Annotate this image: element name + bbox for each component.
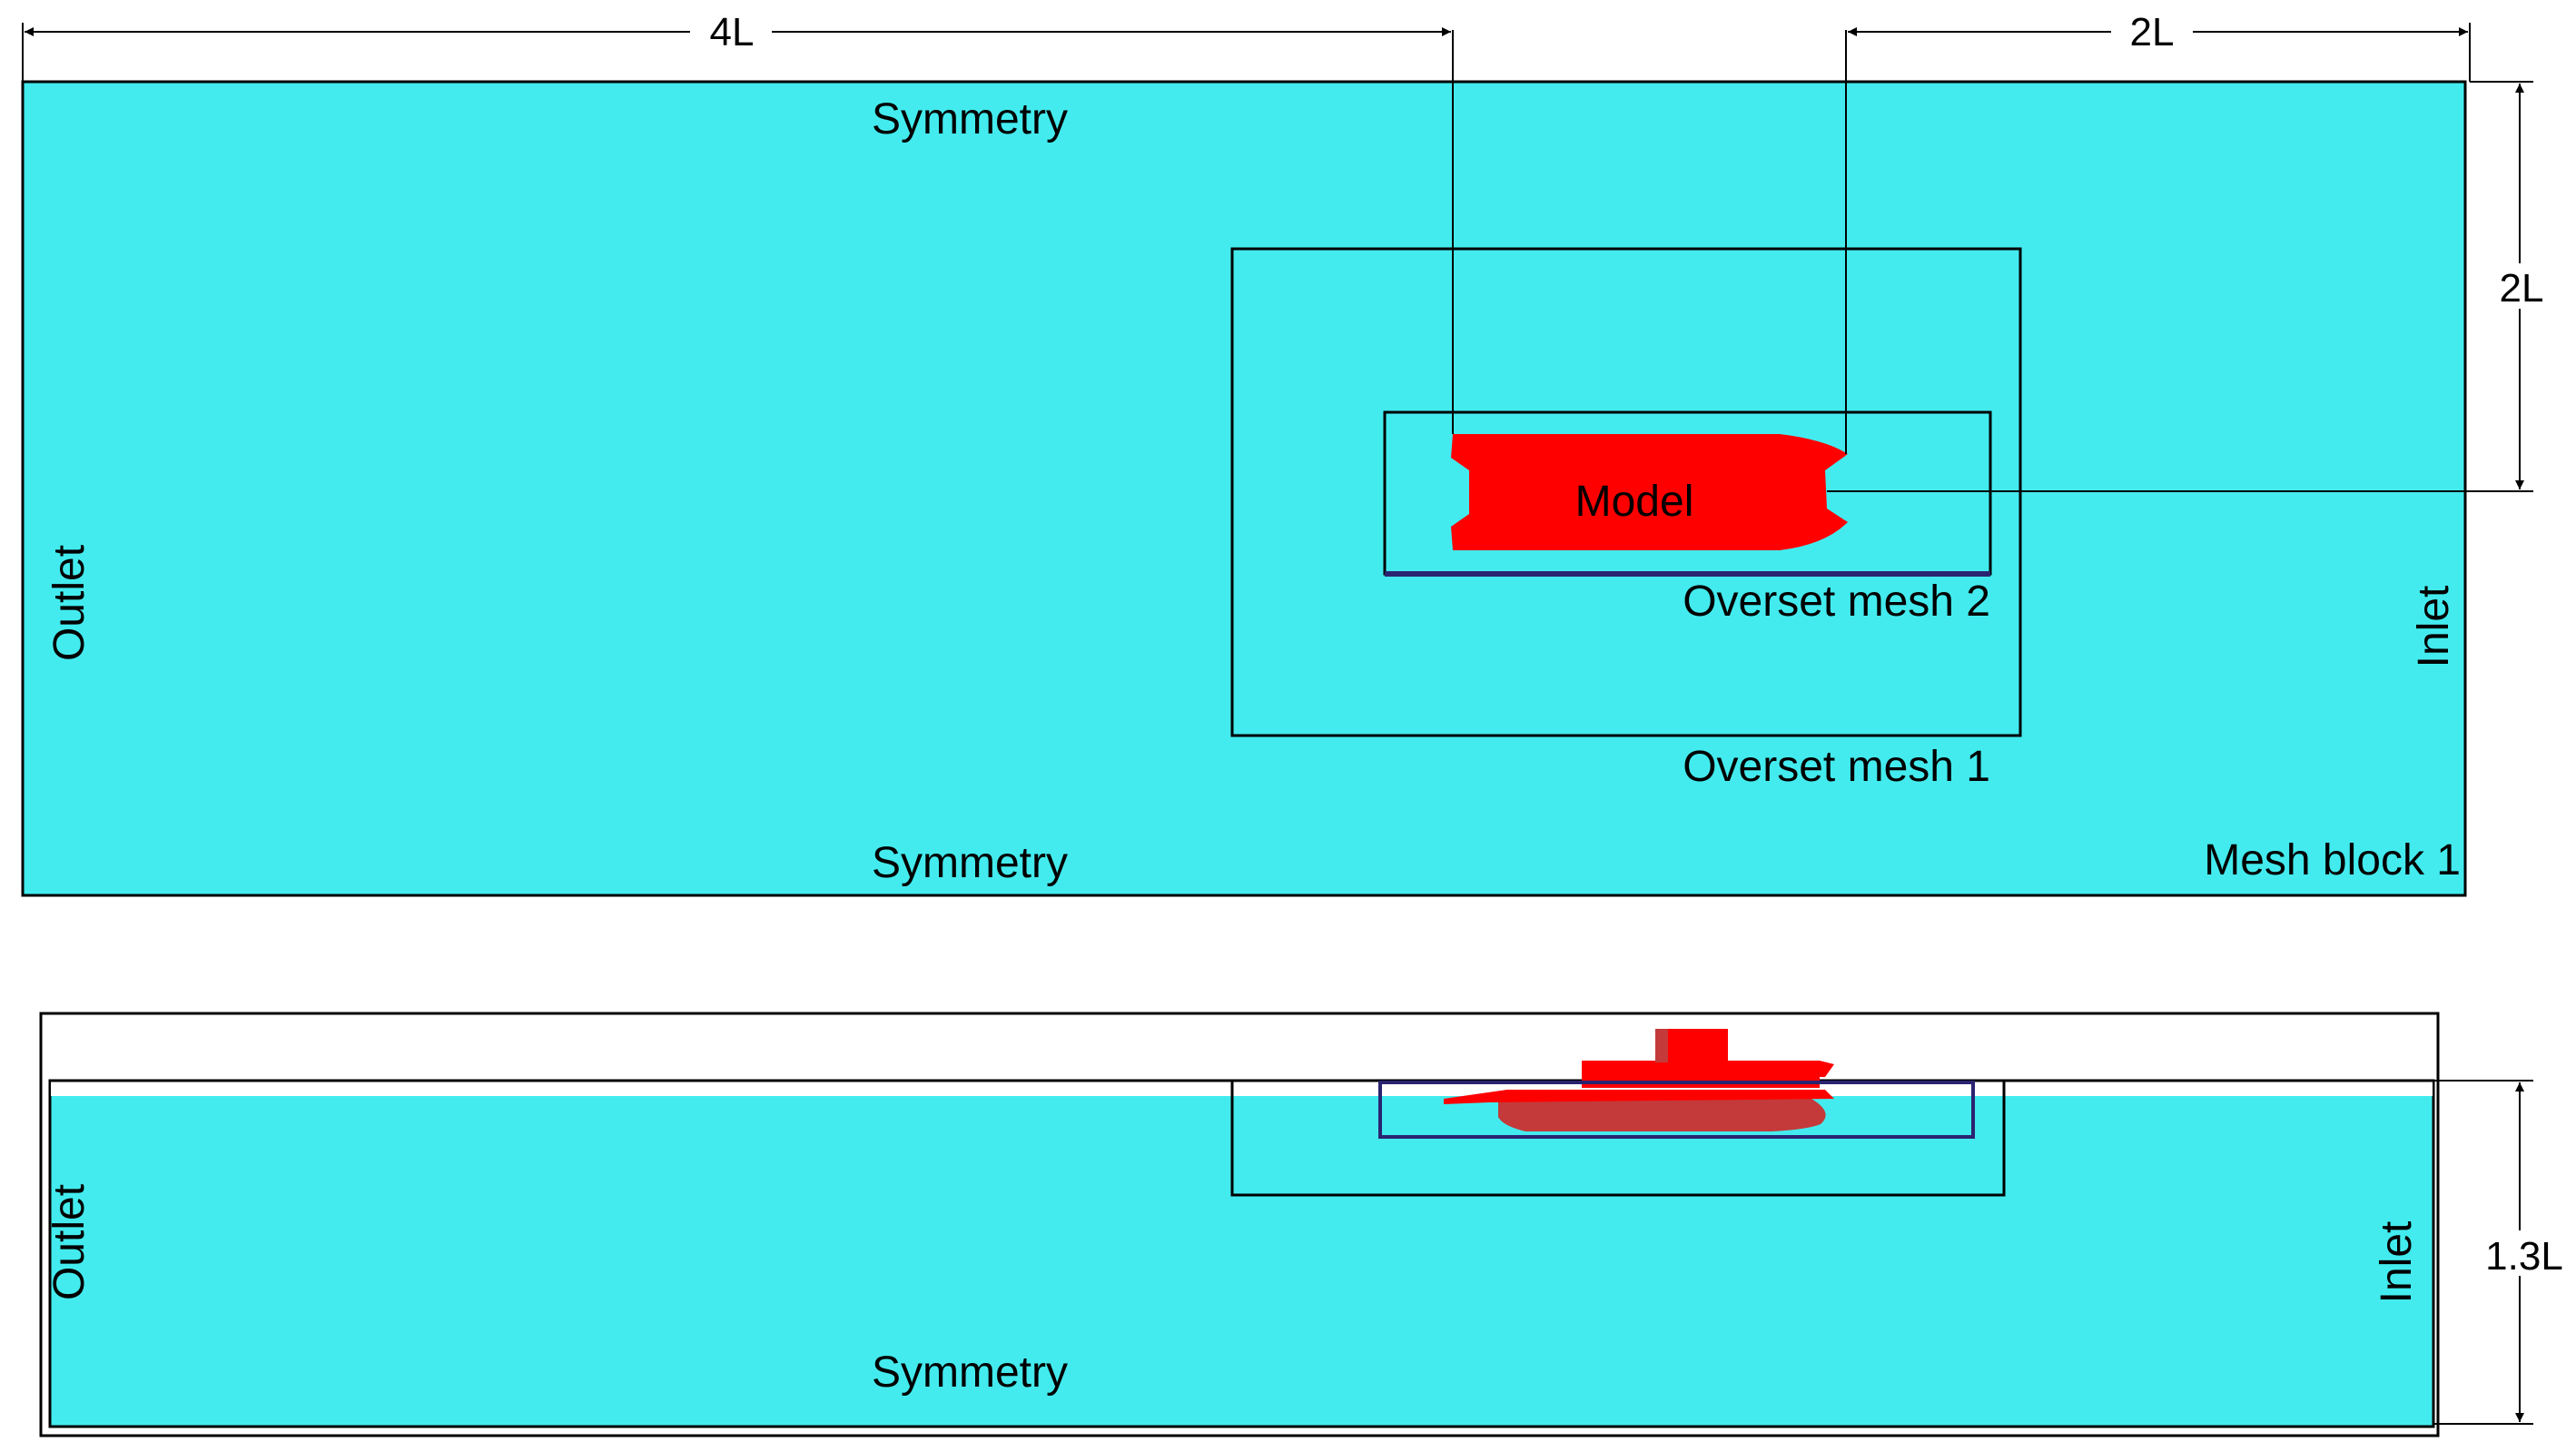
side-model-bow [1820,1061,1834,1077]
top-outlet-label: Outlet [45,545,94,661]
side-water-region [48,1079,2435,1428]
mesh-block-1-domain [21,80,2467,897]
top-view: 4L 2L 2L Symmetry Symmetry Outlet Inlet … [21,10,2551,897]
top-symmetry-bottom-label: Symmetry [872,839,1068,887]
side-symmetry-bottom-label: Symmetry [872,1348,1068,1397]
top-inlet-label: Inlet [2410,586,2458,668]
side-free-surface-band [51,1082,2433,1096]
model-plan-shape [1451,434,1848,550]
top-symmetry-top-label: Symmetry [872,95,1068,143]
side-outlet-label: Outlet [45,1184,94,1300]
mesh-block-1-label: Mesh block 1 [2204,836,2461,884]
overset-mesh-2-label: Overset mesh 2 [1683,578,1990,626]
side-view: 1.3L Outlet Inlet Symmetry [39,1012,2565,1437]
model-label: Model [1575,478,1694,526]
side-overset-mesh-2-box [1378,1081,1975,1139]
side-model-hull [1498,1099,1826,1131]
dimension-1-3l-label: 1.3L [2485,1234,2563,1279]
side-inlet-label: Inlet [2373,1221,2421,1304]
side-model-mast-shadow [1655,1029,1668,1062]
dimension-2l-horizontal-label: 2L [2130,10,2175,54]
side-overset-mesh-1-box [1230,1081,2006,1197]
side-model-deck [1444,1090,1834,1104]
overset-mesh-1-label: Overset mesh 1 [1683,743,1990,791]
dimension-2l-vertical-label: 2L [2500,266,2544,311]
dimension-4l-label: 4L [710,10,755,54]
